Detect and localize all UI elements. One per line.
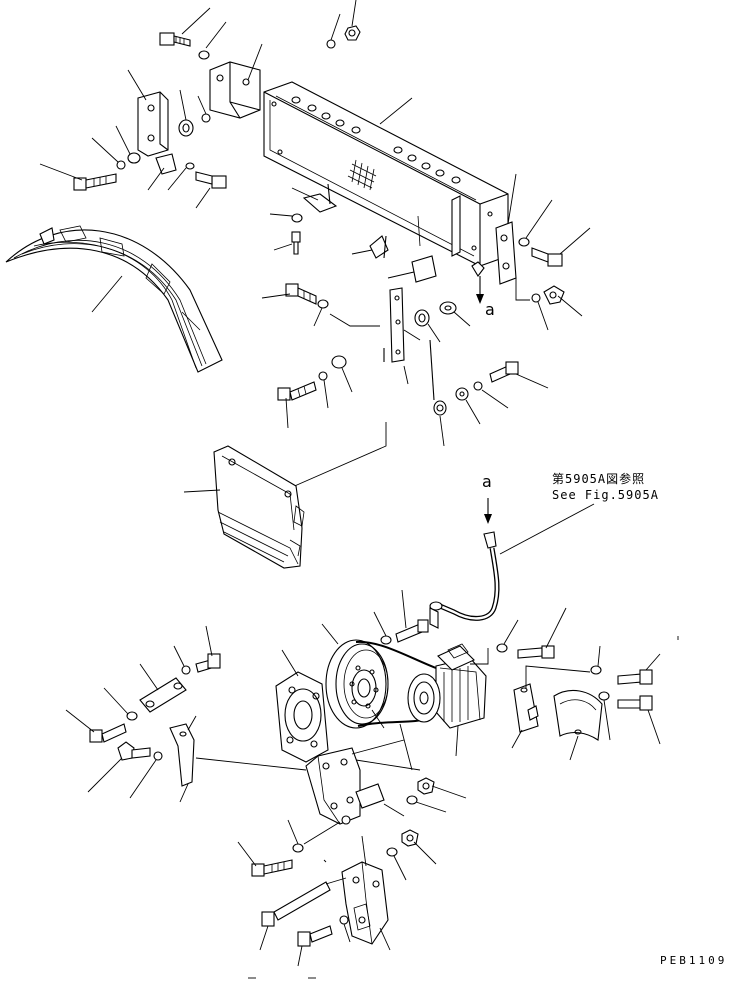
stay-bracket: [389, 287, 405, 363]
bolt-mid-right: [489, 361, 519, 383]
reference-note-jp: 第5905A図参照: [552, 472, 646, 486]
bolt-far-right-1: [617, 669, 653, 685]
callout-a-lower: a: [482, 472, 492, 491]
adjust-bracket: [513, 683, 539, 733]
stay-arm: [169, 723, 195, 787]
callout-a-upper: a: [485, 300, 495, 319]
crank-pulley: [325, 639, 389, 729]
bolt-mid-lower: [277, 381, 317, 401]
bolt-lower-5: [261, 881, 331, 927]
bolt-lower-3: [117, 741, 151, 761]
bracket-right: [495, 221, 517, 285]
pulley-cover: [553, 689, 603, 741]
bolt-compressor-right: [517, 645, 555, 659]
bolt-small: [291, 231, 301, 255]
washer-top: [198, 50, 210, 60]
bolt-lower-6: [297, 925, 333, 947]
bolt-mid: [195, 171, 227, 189]
compressor-bracket: [305, 747, 385, 825]
nut-top: [344, 25, 361, 41]
bolt-top-left: [159, 32, 191, 47]
bolt-lower-2: [89, 723, 127, 743]
hose: [429, 531, 500, 629]
bolt-compressor-top: [395, 619, 429, 643]
bolt-left: [73, 173, 117, 191]
drawing-code: PEB1109: [660, 954, 728, 967]
reference-note-en: See Fig.5905A: [552, 488, 659, 502]
fan-shroud: [5, 225, 223, 373]
ac-compressor: [407, 643, 487, 729]
bolt-mid-left: [285, 283, 317, 305]
bolt-lower-1: [195, 653, 221, 673]
belt-guard: [213, 445, 305, 569]
tensioner-bracket: [341, 861, 389, 945]
link-arm: [139, 677, 187, 713]
bolt-lower-4: [251, 859, 293, 877]
bracket-left: [137, 91, 177, 175]
flange-plate: [275, 671, 329, 763]
bracket-upper: [209, 61, 261, 119]
nut-right: [543, 285, 565, 305]
bolt-far-right-2: [617, 695, 653, 711]
nut-bracket: [417, 777, 435, 795]
bolt-right: [531, 247, 563, 267]
